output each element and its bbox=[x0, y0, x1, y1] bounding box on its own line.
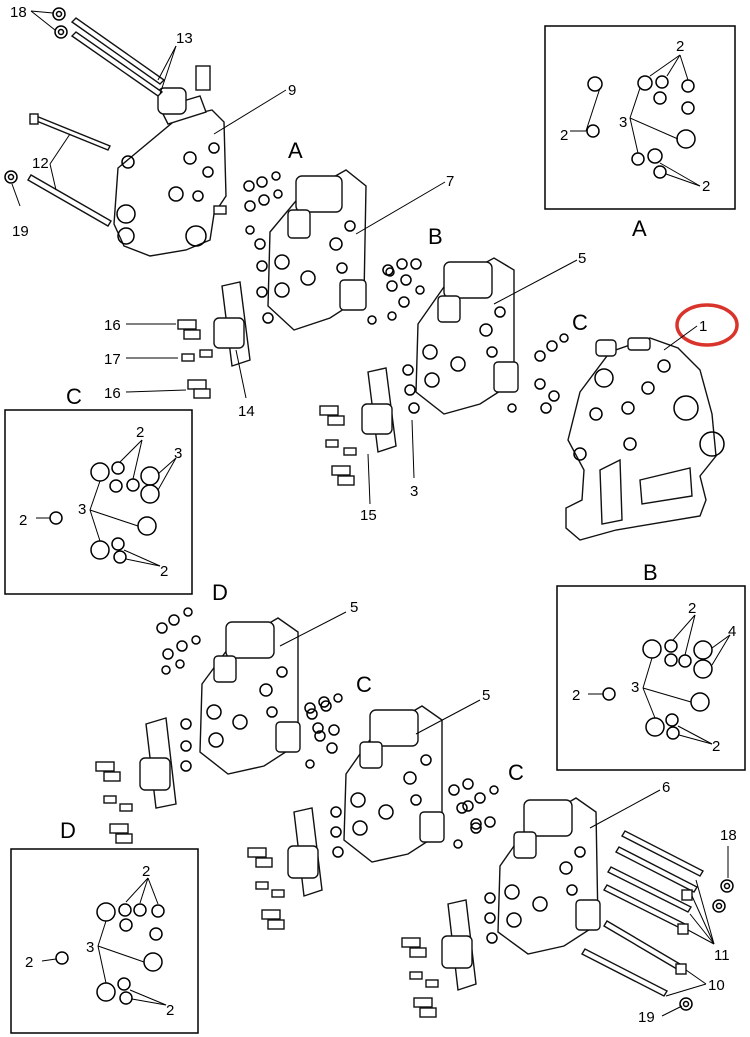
inset-a-title: A bbox=[632, 216, 647, 241]
callout-14: 14 bbox=[238, 403, 255, 420]
valve-section-d bbox=[199, 617, 301, 775]
leader-lines bbox=[11, 10, 729, 1017]
tie-rods-13 bbox=[70, 17, 166, 97]
valve-section-c-right bbox=[497, 797, 601, 955]
tie-rods-11 bbox=[603, 830, 704, 935]
callout-5-b: 5 bbox=[578, 250, 586, 267]
inset-b-title: B bbox=[643, 560, 658, 585]
inset-d-label-2-top: 2 bbox=[142, 863, 150, 880]
callout-9: 9 bbox=[288, 82, 296, 99]
main-housing-1 bbox=[565, 337, 725, 541]
seal-rings-c-middle bbox=[306, 693, 482, 858]
inset-d-label-2-left: 2 bbox=[25, 954, 33, 971]
inset-a-label-2-bottom: 2 bbox=[702, 178, 710, 195]
inset-box-d bbox=[10, 848, 199, 1034]
valve-section-a bbox=[267, 169, 367, 331]
inset-d-label-3: 3 bbox=[86, 939, 94, 956]
callout-11: 11 bbox=[714, 947, 730, 964]
inset-c-label-3-right: 3 bbox=[174, 445, 182, 462]
inset-c-label-2-left: 2 bbox=[19, 512, 27, 529]
callout-10: 10 bbox=[708, 977, 725, 994]
inset-box-b bbox=[556, 585, 746, 771]
end-plate-d bbox=[95, 717, 177, 844]
section-letter-c-top: C bbox=[572, 310, 588, 335]
callout-16-lower: 16 bbox=[104, 385, 121, 402]
valve-section-b bbox=[415, 257, 519, 415]
inset-box-c bbox=[4, 409, 193, 595]
inset-a-label-3: 3 bbox=[619, 114, 627, 131]
section-letter-c-right: C bbox=[508, 760, 524, 785]
callout-15: 15 bbox=[360, 507, 377, 524]
callout-17: 17 bbox=[104, 351, 121, 368]
nuts-18-19-bottom bbox=[679, 879, 734, 1011]
inset-b-label-2-bottom: 2 bbox=[712, 738, 720, 755]
callout-5-c: 5 bbox=[482, 687, 490, 704]
inset-c-label-3: 3 bbox=[78, 501, 86, 518]
inset-a-label-2-top: 2 bbox=[676, 38, 684, 55]
nuts-18-19-top bbox=[4, 7, 68, 184]
callout-5-d: 5 bbox=[350, 599, 358, 616]
inset-c-label-2-bottom: 2 bbox=[160, 563, 168, 580]
seal-rings-c-right bbox=[462, 785, 499, 944]
tie-rods-12 bbox=[27, 113, 112, 227]
end-plate-c-right bbox=[401, 899, 477, 1018]
inset-b-label-4: 4 bbox=[728, 623, 736, 640]
tie-rods-10 bbox=[581, 920, 687, 997]
section-letter-b: B bbox=[428, 224, 443, 249]
end-plate-14 bbox=[177, 281, 251, 399]
section-letter-a: A bbox=[288, 138, 303, 163]
callout-19-bottom: 19 bbox=[638, 1009, 655, 1026]
callout-16-upper: 16 bbox=[104, 317, 121, 334]
callout-18-bottom: 18 bbox=[720, 827, 737, 844]
seal-rings-b bbox=[385, 258, 569, 414]
inset-b-label-2-left: 2 bbox=[572, 687, 580, 704]
inset-a-label-2-left: 2 bbox=[560, 127, 568, 144]
highlight-circle bbox=[675, 303, 739, 347]
inset-d-title: D bbox=[60, 818, 76, 843]
inset-b-label-2-top: 2 bbox=[688, 600, 696, 617]
inlet-valve-section bbox=[113, 65, 227, 257]
callout-7: 7 bbox=[446, 173, 454, 190]
inset-d-label-2-bottom: 2 bbox=[166, 1002, 174, 1019]
inset-box-a bbox=[544, 25, 736, 210]
seal-rings-d bbox=[156, 607, 338, 772]
inset-c-label-2-top: 2 bbox=[136, 424, 144, 441]
end-plate-b bbox=[319, 367, 397, 486]
callout-12: 12 bbox=[32, 155, 49, 172]
callout-3: 3 bbox=[410, 483, 418, 500]
callout-6: 6 bbox=[662, 779, 670, 796]
callout-1: 1 bbox=[699, 318, 707, 335]
callout-13: 13 bbox=[176, 30, 193, 47]
section-letter-c-middle: C bbox=[356, 672, 372, 697]
inset-b-label-3: 3 bbox=[631, 679, 639, 696]
inset-c-title: C bbox=[66, 384, 82, 409]
section-letter-d: D bbox=[212, 580, 228, 605]
callout-18-top: 18 bbox=[10, 4, 27, 21]
callout-19-top: 19 bbox=[12, 223, 29, 240]
end-plate-c-middle bbox=[247, 807, 323, 930]
valve-section-c-middle bbox=[343, 705, 445, 863]
